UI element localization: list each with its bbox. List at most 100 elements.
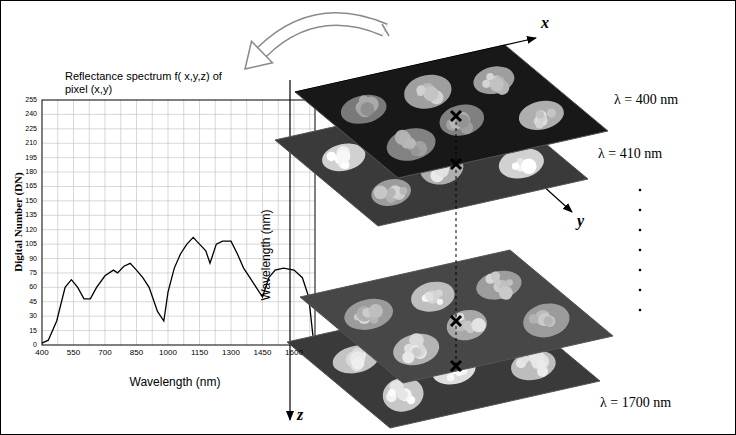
curved-arrow-tail	[382, 24, 389, 36]
sample-blob	[471, 63, 517, 98]
x-tick-label: 700	[85, 348, 125, 357]
blob-texture	[369, 304, 383, 318]
y-axis-title: Digital Number (DN)	[11, 152, 25, 292]
sample-blob	[401, 70, 455, 113]
x-axis-title: Wavelength (nm)	[95, 376, 255, 390]
blob-texture	[416, 85, 426, 95]
grid-line	[42, 114, 315, 115]
blob-texture	[437, 299, 443, 305]
slice-blobs	[341, 267, 572, 369]
pixel-marker	[451, 316, 461, 326]
x-tick-label: 1300	[211, 348, 251, 357]
grid-line	[199, 100, 200, 345]
grid-line	[42, 229, 315, 230]
pixel-dashed-line	[456, 116, 457, 366]
blob-texture	[471, 318, 485, 332]
x-tick-label: 850	[117, 348, 157, 357]
x-tick-label: 1450	[243, 348, 283, 357]
blob-texture	[352, 357, 365, 370]
plot-frame	[42, 100, 315, 345]
chart-title: Reflectance spectrum f( x,y,z) of pixel …	[65, 70, 245, 95]
grid-line	[42, 215, 315, 216]
blob-texture	[544, 316, 555, 327]
pixel-markers	[451, 111, 461, 371]
pixel-marker	[451, 111, 461, 121]
y-tick-label: 0	[4, 340, 37, 350]
grid-line	[278, 100, 279, 345]
x-tick-label: 1000	[148, 348, 188, 357]
sample-blob	[390, 330, 442, 370]
y-tick-label: 240	[4, 109, 37, 119]
y-tick-label: 45	[4, 297, 37, 307]
blob-texture	[386, 188, 395, 197]
blob-texture	[374, 185, 388, 199]
grid-line	[246, 100, 247, 345]
blob-texture	[402, 351, 414, 363]
grid-line	[168, 100, 169, 345]
grid-line	[183, 100, 184, 345]
ellipsis-dots	[639, 189, 642, 312]
sample-blob	[474, 267, 525, 304]
blob-texture	[547, 109, 556, 118]
blob-texture	[388, 389, 395, 396]
blob-texture	[397, 389, 408, 400]
blob-texture	[499, 286, 513, 300]
grid-line	[215, 100, 216, 345]
sample-blob	[369, 176, 414, 210]
curved-arrow-head	[245, 41, 273, 69]
blob-texture	[423, 86, 438, 101]
pixel-marker	[451, 361, 461, 371]
sample-blob	[437, 100, 487, 139]
blob-texture	[482, 80, 490, 88]
slice-blobs	[338, 63, 567, 165]
band-label: λ = 410 nm	[598, 146, 662, 162]
grid-line	[42, 186, 315, 187]
blob-texture	[400, 187, 408, 195]
blob-texture	[536, 359, 546, 369]
blob-texture	[425, 292, 433, 300]
curved-arrow-body	[262, 19, 385, 52]
axis-letter: y	[577, 212, 584, 230]
blob-texture	[447, 374, 455, 382]
spectrum-curve	[42, 237, 315, 343]
grid-line	[120, 100, 121, 345]
image-slices	[275, 45, 613, 428]
grid-line	[42, 301, 315, 302]
y-tick-label: 195	[4, 153, 37, 163]
y-tick-label: 210	[4, 138, 37, 148]
grid-line	[42, 272, 315, 273]
blob-texture	[521, 158, 537, 174]
x-tick-label: 1600	[274, 348, 314, 357]
band-label: λ = 1700 nm	[600, 395, 671, 411]
grid-line	[57, 100, 58, 345]
blob-texture	[405, 138, 416, 149]
sample-blob	[444, 306, 490, 344]
grid-line	[231, 100, 232, 345]
blob-texture	[536, 121, 544, 129]
pixel-marker	[451, 111, 461, 121]
grid-line	[89, 100, 90, 345]
grid-line	[73, 100, 74, 345]
x-tick-label: 400	[22, 348, 62, 357]
y-tick-label: 255	[4, 95, 37, 105]
blob-texture	[522, 356, 529, 363]
sample-blob	[516, 97, 567, 134]
y-tick-label: 60	[4, 282, 37, 292]
grid-line	[42, 157, 315, 158]
y-tick-label: 15	[4, 326, 37, 336]
blob-texture	[491, 271, 500, 280]
axis-letter: x	[541, 14, 549, 32]
y-tick-label: 30	[4, 311, 37, 321]
blob-texture	[529, 314, 539, 324]
blob-texture	[536, 110, 544, 118]
grid-line	[42, 128, 315, 129]
grid-line	[42, 330, 315, 331]
sample-blob	[408, 278, 457, 316]
sample-blob	[338, 91, 389, 128]
sample-blob	[520, 299, 573, 341]
grid-line	[42, 316, 315, 317]
grid-line	[42, 287, 315, 288]
chart-grid	[42, 100, 315, 345]
